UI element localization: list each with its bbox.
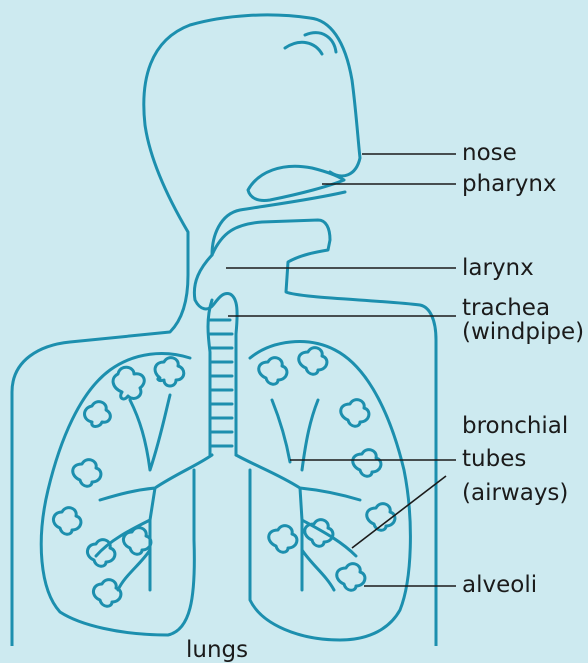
mouth-outline [212, 220, 436, 646]
right-lung-outline [250, 342, 410, 640]
label-airways: (airways) [462, 481, 568, 506]
label-nose: nose [462, 141, 517, 166]
label-bronchial: bronchial [462, 414, 568, 439]
respiratory-system-diagram: nose pharynx larynx trachea (windpipe) b… [0, 0, 588, 646]
body-outline [12, 15, 360, 646]
label-trachea: trachea [462, 296, 550, 321]
eye-line [285, 33, 336, 54]
trachea-rings [210, 320, 232, 446]
bronchial-tree [96, 395, 360, 590]
label-windpipe: (windpipe) [462, 320, 584, 345]
label-lungs: lungs [186, 638, 248, 663]
alveoli-clusters [53, 348, 395, 607]
label-pharynx: pharynx [462, 172, 557, 197]
larynx-outline [194, 255, 237, 455]
label-larynx: larynx [462, 256, 534, 281]
label-alveoli: alveoli [462, 573, 537, 598]
label-tubes: tubes [462, 447, 526, 472]
